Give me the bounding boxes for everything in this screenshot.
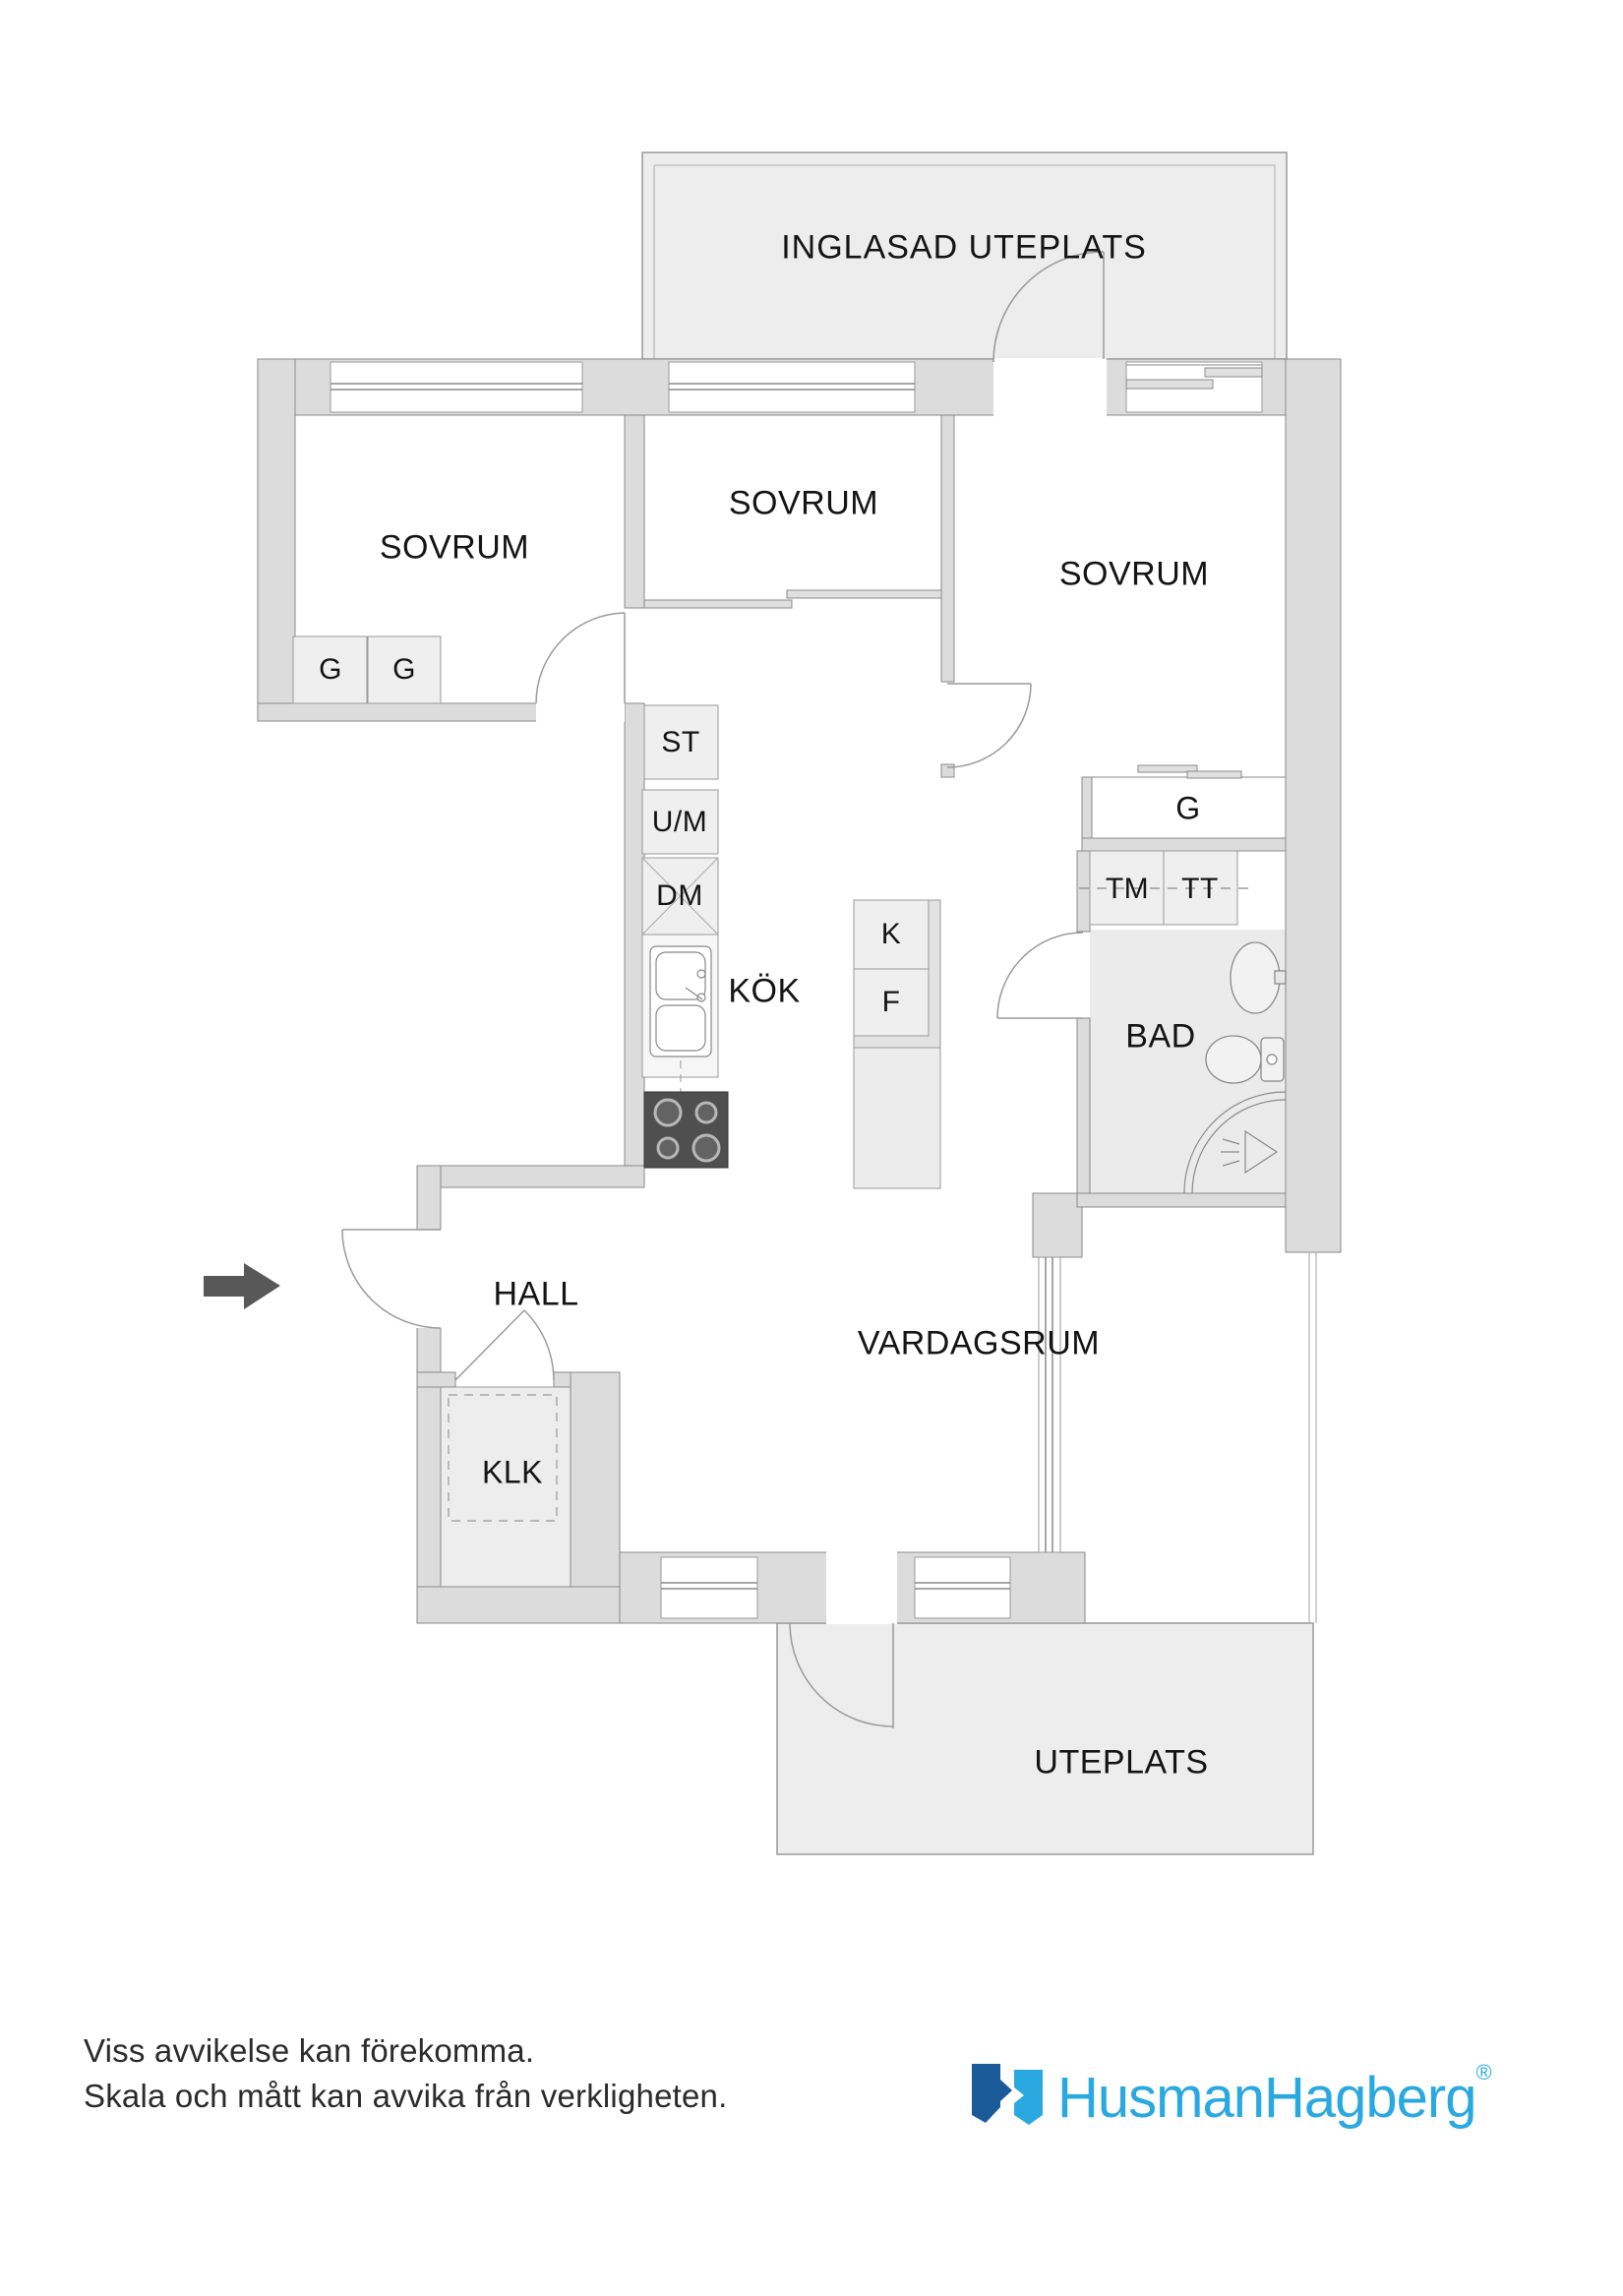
wall-right — [1285, 358, 1342, 1253]
room-label-inglasad-uteplats: INGLASAD UTEPLATS — [781, 228, 1147, 267]
bed1-door — [535, 612, 626, 704]
wall-klk-top-a — [416, 1371, 456, 1388]
burner — [691, 1133, 721, 1163]
washbasin-tap — [1274, 970, 1287, 985]
room-label-klk: KLK — [482, 1454, 543, 1490]
shower-head-icon — [1244, 1129, 1279, 1175]
wall-bath-west-b — [1076, 1017, 1091, 1208]
label-freezer-f: F — [881, 986, 901, 1018]
wall-east-pier — [1032, 1192, 1083, 1258]
registered-trademark-symbol: ® — [1475, 2060, 1492, 2085]
uteplats-door — [789, 1622, 894, 1728]
label-wardrobe-g1: G — [319, 653, 342, 686]
brand-name: HusmanHagberg — [1057, 2066, 1476, 2130]
bathroom-fixtures — [1205, 941, 1287, 1084]
burner — [694, 1101, 718, 1124]
husmanhagberg-logo-icon — [972, 2064, 1043, 2125]
room-label-sovrum-2: SOVRUM — [728, 484, 879, 522]
klk-door — [454, 1309, 555, 1381]
bed3-door — [946, 683, 1032, 768]
label-wardrobe-g2: G — [392, 653, 416, 686]
wall-left — [257, 358, 296, 722]
kitchen-island — [853, 1047, 941, 1189]
room-label-kok: KÖK — [728, 972, 801, 1010]
wall-bed1-bed2 — [624, 414, 645, 609]
disclaimer-line-1: Viss avvikelse kan förekomma. — [84, 2032, 535, 2069]
room-label-hall: HALL — [493, 1275, 579, 1313]
wall-bed3-stub — [940, 763, 955, 778]
wall-klk-top-b — [553, 1371, 571, 1388]
wardrobe-g1-box — [292, 635, 368, 704]
shower — [1183, 1091, 1287, 1194]
label-tt: TT — [1181, 873, 1219, 905]
brand-wordmark: HusmanHagberg® — [1057, 2060, 1492, 2131]
label-wardrobe-g3: G — [1175, 790, 1201, 826]
wall-klk-bottom — [416, 1586, 645, 1624]
door-swings — [341, 251, 1105, 1728]
bed2-sliding-door — [643, 589, 942, 609]
um-box — [641, 789, 719, 855]
room-label-vardagsrum: VARDAGSRUM — [857, 1324, 1101, 1362]
label-fridge-k: K — [880, 918, 902, 950]
label-tm: TM — [1105, 873, 1150, 905]
uteplats-floor — [776, 1622, 1314, 1855]
stove — [643, 1091, 729, 1169]
room-label-sovrum-3: SOVRUM — [1058, 555, 1210, 593]
toilet-button — [1266, 1054, 1278, 1065]
st-box — [643, 704, 719, 780]
burner — [653, 1098, 683, 1127]
wall-klk-east — [570, 1371, 621, 1624]
label-st: ST — [661, 726, 700, 758]
room-label-bad: BAD — [1125, 1017, 1196, 1056]
room-label-uteplats: UTEPLATS — [1034, 1743, 1209, 1782]
bath-door — [996, 932, 1084, 1019]
door-openings — [416, 358, 1107, 1624]
disclaimer-line-2: Skala och mått kan avvika från verklighe… — [84, 2078, 728, 2114]
freezer-box — [853, 968, 930, 1037]
burner — [656, 1136, 680, 1160]
klk-wire-shelf-dashed — [448, 1394, 558, 1522]
wardrobe-g2-box — [367, 635, 442, 704]
wall-kitchen-west — [624, 702, 645, 1188]
wall-bath-west-a — [1076, 850, 1091, 933]
label-dm: DM — [656, 879, 703, 912]
washbasin — [1230, 941, 1281, 1014]
room-label-sovrum-1: SOVRUM — [379, 528, 530, 567]
entry-door — [341, 1229, 442, 1329]
g-closet-sliding-door — [1082, 764, 1286, 779]
inglasad-uteplats-area — [641, 151, 1288, 360]
dm-cross-line2 — [641, 857, 719, 936]
fridge-box — [853, 899, 930, 970]
windows — [330, 361, 1317, 1623]
wall-hall-top — [416, 1165, 645, 1188]
kitchen-sink — [649, 945, 712, 1057]
wall-bed2-bed3 — [940, 414, 955, 683]
label-um: U/M — [651, 806, 708, 838]
toilet-bowl — [1205, 1035, 1262, 1084]
patio-door — [992, 251, 1105, 363]
wall-gcloset-bottom — [1081, 837, 1287, 852]
entrance-arrow-icon — [204, 1263, 280, 1309]
